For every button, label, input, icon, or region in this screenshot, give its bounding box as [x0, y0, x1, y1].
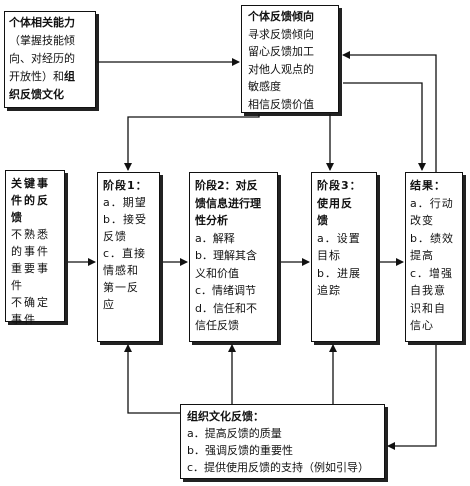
stage1-box: 阶段1： a．期望 b．接受 反馈 c．直接 情感和 第一反 应 — [97, 172, 160, 342]
key-event-line-4: 件 — [11, 279, 24, 292]
stage2-line-6: 信任反馈 — [195, 319, 239, 332]
org-culture-line-3: c．提供使用反馈的支持（例如引导） — [187, 461, 370, 474]
individual-ability-box: 个体相关能力 （掌握技能倾 向、对经历的 开放性）和组 织反馈文化 — [4, 11, 96, 108]
stage2-title-2: 馈信息进行理 — [195, 196, 261, 210]
stage2-line-1: a．解释 — [195, 231, 235, 245]
arrow-culture-to-stage1 — [124, 344, 180, 414]
feedback-orientation-line-1: 寻求反馈倾向 — [248, 27, 314, 41]
stage2-title-3: 性分析 — [195, 214, 228, 227]
results-line-4: 提高 — [410, 249, 434, 262]
results-line-8: 信心 — [410, 319, 434, 332]
stage3-line-4: 追踪 — [317, 284, 341, 297]
results-line-3: b．绩效 — [410, 231, 454, 245]
arrow-results-to-orientation — [342, 51, 437, 172]
stage2-line-4: c．情绪调节 — [195, 284, 257, 297]
individual-ability-line-1: （掌握技能倾 — [9, 34, 75, 47]
results-line-1: a．行动 — [410, 196, 454, 210]
feedback-orientation-line-5: 相信反馈价值 — [248, 97, 314, 111]
key-event-title-2: 件的反 — [11, 194, 50, 207]
key-event-box: 关键事 件的反 馈 不熟悉 的事件 重要事 件 不确定 事件 — [5, 170, 65, 326]
org-culture-line-2: b．强调反馈的重要性 — [187, 444, 293, 457]
key-event-line-5: 不确定 — [11, 296, 50, 309]
stage1-line-5: 情感和 — [103, 264, 139, 277]
org-culture-line-1: a．提高反馈的质量 — [187, 427, 282, 440]
stage2-line-5: d．信任和不 — [195, 301, 257, 315]
arrow-orientation-to-stage1 — [124, 114, 260, 171]
key-event-line-3: 重要事 — [11, 262, 50, 275]
feedback-orientation-line-4: 敏感度 — [248, 80, 281, 93]
individual-ability-title: 个体相关能力 — [9, 16, 75, 29]
feedback-orientation-title: 个体反馈倾向 — [248, 10, 314, 23]
results-title: 结果： — [410, 179, 446, 192]
key-event-line-6: 事件 — [11, 313, 37, 326]
key-event-line-1: 不熟悉 — [11, 228, 50, 241]
stage1-title: 阶段1： — [103, 179, 148, 192]
individual-ability-line-3: 开放性）和 — [9, 70, 64, 83]
results-line-2: 改变 — [410, 214, 434, 227]
results-line-6: 自我意 — [410, 284, 446, 297]
stage2-box: 阶段2：对反 馈信息进行理 性分析 a．解释 b．理解其含 义和价值 c．情绪调… — [189, 172, 278, 342]
stage2-line-3: 义和价值 — [195, 266, 239, 280]
stage1-line-7: 应 — [103, 298, 115, 311]
stage3-title-3: 馈 — [317, 214, 329, 227]
stage1-line-2: b．接受 — [103, 213, 147, 226]
stage3-title-2: 使用反 — [317, 196, 353, 210]
results-line-7: 识和自 — [410, 301, 446, 315]
stage1-line-4: c．直接 — [103, 247, 147, 260]
stage1-line-6: 第一反 — [103, 281, 139, 294]
org-culture-title: 组织文化反馈： — [187, 410, 264, 423]
arrow-orientation-to-results — [343, 82, 426, 171]
stage1-line-1: a．期望 — [103, 196, 147, 209]
stage3-box: 阶段3： 使用反 馈 a．设置 目标 b．进展 追踪 — [311, 172, 377, 342]
feedback-orientation-line-3: 对他人观点的 — [248, 62, 314, 76]
key-event-line-2: 的事件 — [11, 245, 50, 258]
stage1-line-3: 反馈 — [103, 230, 127, 243]
stage3-line-1: a．设置 — [317, 231, 361, 245]
key-event-title-3: 馈 — [11, 211, 24, 224]
feedback-orientation-line-2: 留心反馈加工 — [248, 45, 314, 58]
org-culture-box: 组织文化反馈： a．提高反馈的质量 b．强调反馈的重要性 c．提供使用反馈的支持… — [180, 404, 385, 479]
individual-ability-line-2: 向、对经历的 — [9, 52, 75, 65]
stage3-line-2: 目标 — [317, 249, 341, 262]
results-box: 结果： a．行动 改变 b．绩效 提高 c．增强 自我意 识和自 信心 — [405, 172, 463, 342]
stage3-title-1: 阶段3： — [317, 179, 362, 192]
feedback-orientation-box: 个体反馈倾向 寻求反馈倾向 留心反馈加工 对他人观点的 敏感度 相信反馈价值 — [241, 5, 339, 113]
results-line-5: c．增强 — [410, 266, 454, 280]
individual-ability-line-4: 织反馈文化 — [9, 88, 64, 101]
stage2-title-1: 阶段2：对反 — [195, 179, 258, 192]
arrow-results-to-culture — [387, 345, 437, 450]
key-event-title-1: 关键事 — [11, 177, 50, 190]
individual-ability-suffix: 组 — [64, 70, 75, 83]
stage2-line-2: b．理解其含 — [195, 249, 257, 262]
stage3-line-3: b．进展 — [317, 266, 361, 280]
